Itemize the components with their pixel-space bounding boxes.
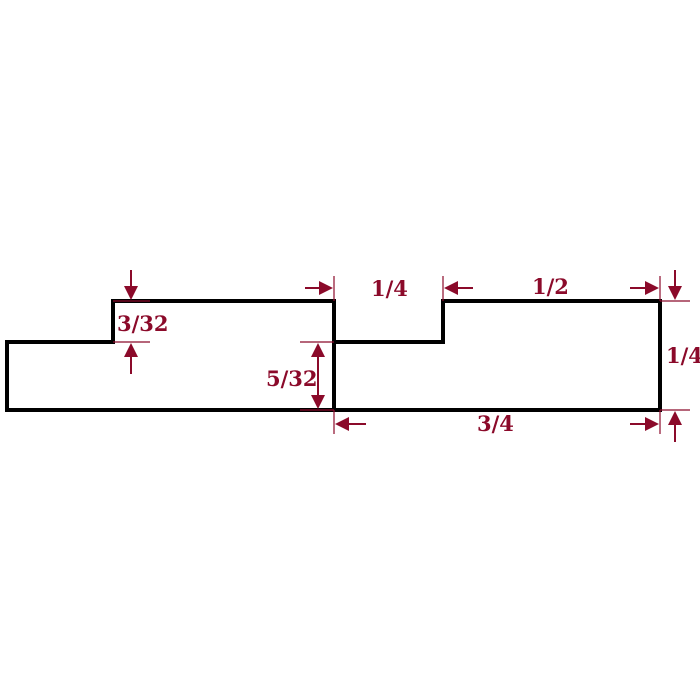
arrow-left-icon xyxy=(444,281,458,295)
arrow-right-icon xyxy=(319,281,333,295)
dimension-label-left-step: 3/32 xyxy=(117,311,169,336)
dimension-label-left-thickness: 5/32 xyxy=(266,366,318,391)
dimension-right-height: 1/4 xyxy=(660,270,700,442)
arrow-down-icon xyxy=(124,286,138,300)
arrow-up-icon xyxy=(668,411,682,425)
right-profile-outline xyxy=(334,299,662,412)
dimension-notch-width: 1/4 xyxy=(305,276,473,301)
arrow-down-icon xyxy=(668,286,682,300)
dimension-left-step: 3/32 xyxy=(113,270,169,374)
dimension-bottom-width: 3/4 xyxy=(335,411,659,436)
left-profile-outline xyxy=(5,299,336,412)
arrow-up-icon xyxy=(124,343,138,357)
arrow-up-icon xyxy=(311,343,325,357)
dimension-label-top-width: 1/2 xyxy=(532,274,569,299)
arrow-left-icon xyxy=(335,417,349,431)
dimension-label-bottom-width: 3/4 xyxy=(477,411,514,436)
dimension-label-right-height: 1/4 xyxy=(666,343,700,368)
dimension-label-notch-width: 1/4 xyxy=(371,276,408,301)
dimension-top-width: 1/2 xyxy=(532,274,659,299)
arrow-right-icon xyxy=(645,281,659,295)
dimension-left-thickness: 5/32 xyxy=(266,341,334,411)
arrow-right-icon xyxy=(645,417,659,431)
arrow-down-icon xyxy=(311,395,325,409)
